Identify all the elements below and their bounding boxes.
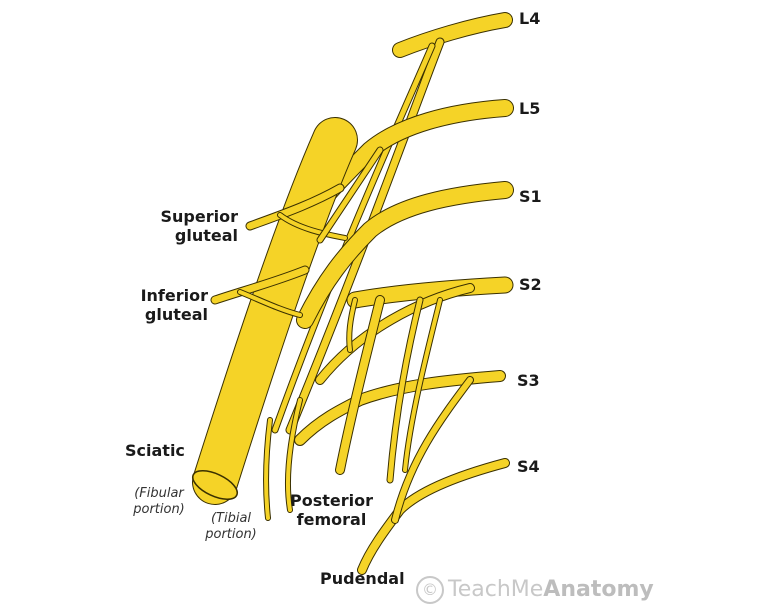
superior-gluteal-nerve (245, 183, 345, 231)
label-line: Posterior (290, 491, 373, 510)
root-S3 (294, 370, 506, 446)
watermark-text: Me (510, 577, 544, 602)
inferior-gluteal-branch (237, 289, 303, 318)
label-line: (Fibular (134, 486, 184, 501)
thin-branch-4 (316, 146, 384, 244)
label-superior-gluteal: Superior gluteal (150, 207, 238, 245)
watermark-brand: Anatomy (543, 577, 654, 602)
root-L4-trunk (285, 37, 445, 435)
label-pudendal: Pudendal (320, 569, 405, 588)
posterior-femoral-3 (402, 297, 443, 473)
label-S3: S3 (517, 371, 540, 390)
label-posterior-femoral: Posterior femoral (290, 491, 373, 529)
sciatic-nerve (192, 117, 358, 505)
label-L5: L5 (519, 99, 541, 118)
label-line: portion) (205, 527, 257, 542)
thin-branch-1 (285, 397, 303, 513)
root-L4-trunk2 (271, 42, 436, 434)
label-S1: S1 (519, 187, 542, 206)
posterior-femoral-1 (335, 295, 385, 475)
label-line: (Tibial (210, 511, 252, 526)
root-S2-b (315, 283, 475, 385)
label-fibular-portion: (Fibular portion) (124, 486, 194, 518)
label-inferior-gluteal: Inferior gluteal (120, 286, 208, 324)
posterior-femoral-2 (386, 296, 424, 484)
root-S2 (346, 276, 514, 309)
watermark: ©TeachMeAnatomy (416, 576, 654, 604)
pudendal-branch (391, 376, 474, 524)
label-line: gluteal (144, 305, 208, 324)
superior-gluteal-branch (277, 212, 348, 241)
label-S2: S2 (519, 275, 542, 294)
copyright-icon: © (416, 576, 444, 604)
label-tibial-portion: (Tibial portion) (198, 511, 264, 543)
sciatic-cut-end (192, 470, 238, 500)
watermark-text: Teach (448, 577, 511, 602)
root-S1 (296, 181, 514, 329)
root-S4 (357, 458, 510, 575)
label-line: Superior (160, 207, 238, 226)
thin-branch-2 (262, 417, 273, 521)
label-S4: S4 (517, 457, 540, 476)
label-line: femoral (296, 510, 367, 529)
root-L4 (392, 12, 513, 58)
label-line: gluteal (174, 226, 238, 245)
label-L4: L4 (519, 9, 541, 28)
inferior-gluteal-nerve (210, 265, 310, 305)
label-line: Inferior (140, 286, 208, 305)
label-line: portion) (133, 502, 185, 517)
thin-branch-3 (346, 297, 358, 353)
label-sciatic: Sciatic (125, 441, 185, 460)
